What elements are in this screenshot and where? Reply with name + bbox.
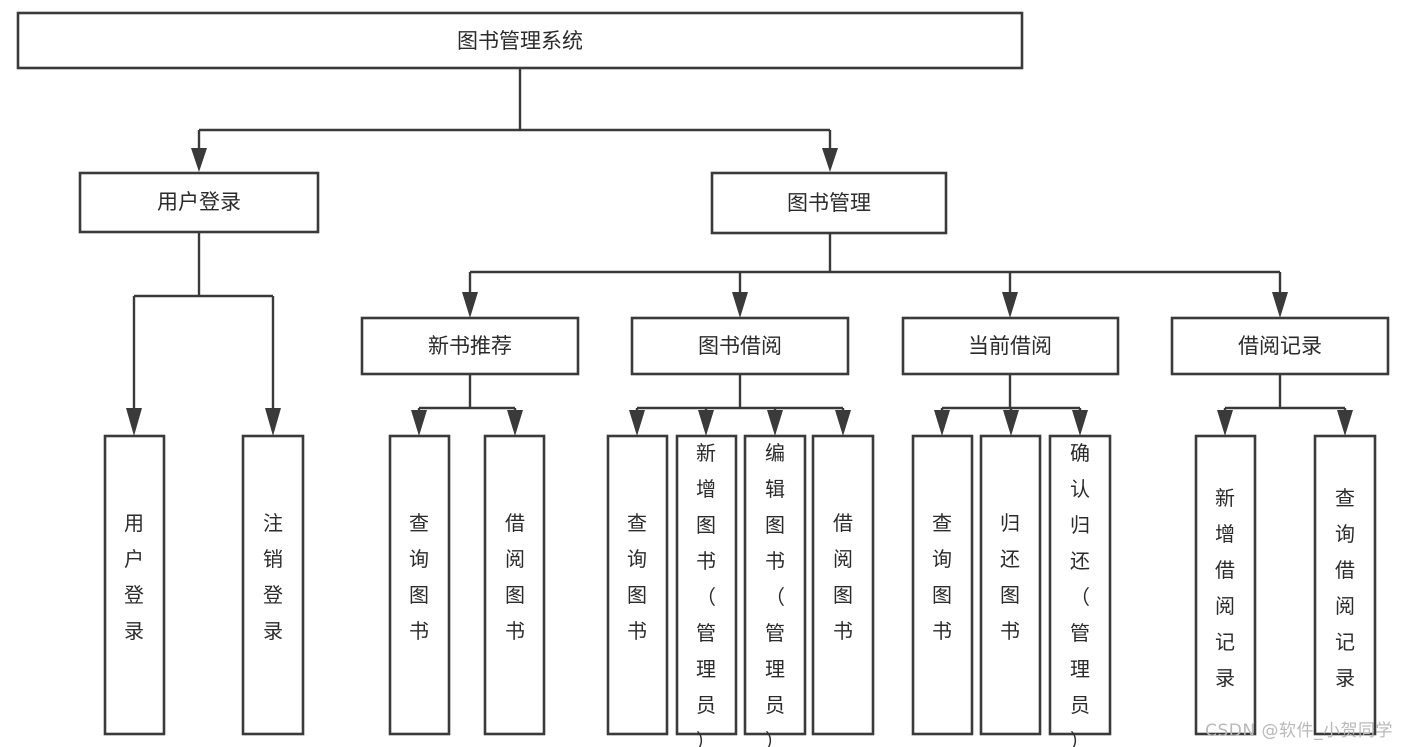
node-leaf-query-book-1-box[interactable] [388, 434, 451, 736]
arrow-head-new-book-recommend [462, 292, 478, 318]
node-leaf-logout-box[interactable] [241, 434, 305, 736]
node-leaf-confirm-return-label: 确认归还（管理员） [1070, 441, 1090, 747]
arrow-head-leaf-user-login [126, 408, 142, 436]
node-leaf-user-login[interactable]: 用户登录 [103, 434, 166, 736]
arrow-head-book-management [822, 148, 838, 172]
node-leaf-query-book-2-label: 查询图书 [627, 511, 647, 643]
node-leaf-borrow-book-1-label: 借阅图书 [505, 511, 525, 643]
connector-group-user-login [126, 232, 281, 436]
arrow-head-leaf-edit-book [767, 410, 783, 436]
node-leaf-add-record-label: 新增借阅记录 [1215, 486, 1235, 690]
arrow-head-leaf-query-book-1 [411, 410, 427, 436]
node-root-box[interactable] [16, 11, 1024, 70]
node-leaf-confirm-return[interactable]: 确认归还（管理员） [1048, 434, 1112, 747]
node-leaf-return-book-label: 归还图书 [1000, 511, 1020, 643]
node-leaf-return-book-box[interactable] [979, 434, 1042, 736]
node-leaf-query-book-1[interactable]: 查询图书 [388, 434, 451, 736]
node-borrow-record[interactable]: 借阅记录 [1170, 316, 1390, 376]
arrow-head-leaf-borrow-book-2 [835, 410, 851, 436]
arrow-head-leaf-query-book-2 [629, 410, 645, 436]
node-leaf-edit-book-box[interactable] [743, 434, 807, 736]
node-leaf-borrow-book-2[interactable]: 借阅图书 [811, 434, 875, 736]
arrow-head-leaf-logout [265, 408, 281, 436]
node-leaf-logout-label: 注销登录 [263, 511, 283, 643]
node-leaf-borrow-book-1-box[interactable] [483, 434, 546, 736]
node-book-borrow-box[interactable] [630, 316, 850, 376]
node-leaf-query-book-3-box[interactable] [911, 434, 974, 736]
node-new-book-recommend[interactable]: 新书推荐 [360, 316, 580, 376]
node-leaf-borrow-book-2-box[interactable] [811, 434, 875, 736]
node-leaf-confirm-return-box[interactable] [1048, 434, 1112, 736]
node-leaf-query-book-1-label: 查询图书 [409, 511, 429, 643]
arrow-head-borrow-record [1272, 292, 1288, 318]
arrow-head-leaf-query-record [1337, 410, 1353, 436]
node-leaf-return-book[interactable]: 归还图书 [979, 434, 1042, 736]
node-current-borrow-box[interactable] [901, 316, 1120, 376]
node-leaf-add-record[interactable]: 新增借阅记录 [1194, 434, 1257, 736]
connector-group-book-management [462, 233, 1288, 318]
connector-group-current-borrow [934, 374, 1088, 436]
arrow-head-leaf-add-record [1217, 410, 1233, 436]
node-root[interactable]: 图书管理系统 [16, 11, 1024, 70]
arrow-head-user-login [191, 148, 207, 172]
node-book-management[interactable]: 图书管理 [710, 171, 948, 235]
connector-group-new-book-recommend [411, 374, 523, 436]
node-leaf-borrow-book-2-label: 借阅图书 [833, 511, 853, 643]
node-leaf-query-book-3-label: 查询图书 [932, 511, 952, 643]
node-borrow-record-box[interactable] [1170, 316, 1390, 376]
connector-group-root [191, 68, 838, 172]
node-leaf-query-record-label: 查询借阅记录 [1335, 486, 1355, 690]
node-user-login-label: 用户登录 [157, 190, 241, 214]
node-book-management-label: 图书管理 [787, 191, 871, 215]
node-leaf-edit-book-label: 编辑图书（管理员） [765, 441, 785, 747]
node-leaf-edit-book[interactable]: 编辑图书（管理员） [743, 434, 807, 747]
node-book-borrow[interactable]: 图书借阅 [630, 316, 850, 376]
node-leaf-query-record[interactable]: 查询借阅记录 [1313, 434, 1377, 736]
connector-group-borrow-record [1217, 374, 1353, 436]
node-leaf-add-book[interactable]: 新增图书（管理员） [675, 434, 738, 747]
node-leaf-add-book-label: 新增图书（管理员） [696, 441, 716, 747]
node-user-login-box[interactable] [78, 171, 320, 234]
arrow-head-book-borrow [732, 292, 748, 318]
node-new-book-recommend-label: 新书推荐 [428, 334, 512, 358]
node-user-login[interactable]: 用户登录 [78, 171, 320, 234]
node-borrow-record-label: 借阅记录 [1238, 334, 1322, 358]
node-new-book-recommend-box[interactable] [360, 316, 580, 376]
node-current-borrow-label: 当前借阅 [968, 334, 1052, 358]
node-leaf-add-book-box[interactable] [675, 434, 738, 736]
node-root-label: 图书管理系统 [457, 29, 583, 53]
arrow-head-leaf-confirm-return [1072, 410, 1088, 436]
node-leaf-add-record-box[interactable] [1194, 434, 1257, 736]
arrow-head-leaf-query-book-3 [934, 410, 950, 436]
arrow-head-current-borrow [1002, 292, 1018, 318]
node-leaf-query-book-3[interactable]: 查询图书 [911, 434, 974, 736]
node-leaf-logout[interactable]: 注销登录 [241, 434, 305, 736]
node-book-management-box[interactable] [710, 171, 948, 235]
node-leaf-borrow-book-1[interactable]: 借阅图书 [483, 434, 546, 736]
node-book-borrow-label: 图书借阅 [698, 334, 782, 358]
arrow-head-leaf-borrow-book-1 [507, 410, 523, 436]
node-leaf-user-login-box[interactable] [103, 434, 166, 736]
node-leaf-query-book-2-box[interactable] [606, 434, 669, 736]
arrow-head-leaf-return-book [1003, 410, 1019, 436]
connector-group-book-borrow [629, 374, 851, 436]
node-leaf-user-login-label: 用户登录 [124, 511, 144, 643]
node-leaf-query-record-box[interactable] [1313, 434, 1377, 736]
node-leaf-query-book-2[interactable]: 查询图书 [606, 434, 669, 736]
arrow-head-leaf-add-book [698, 410, 714, 436]
node-current-borrow[interactable]: 当前借阅 [901, 316, 1120, 376]
